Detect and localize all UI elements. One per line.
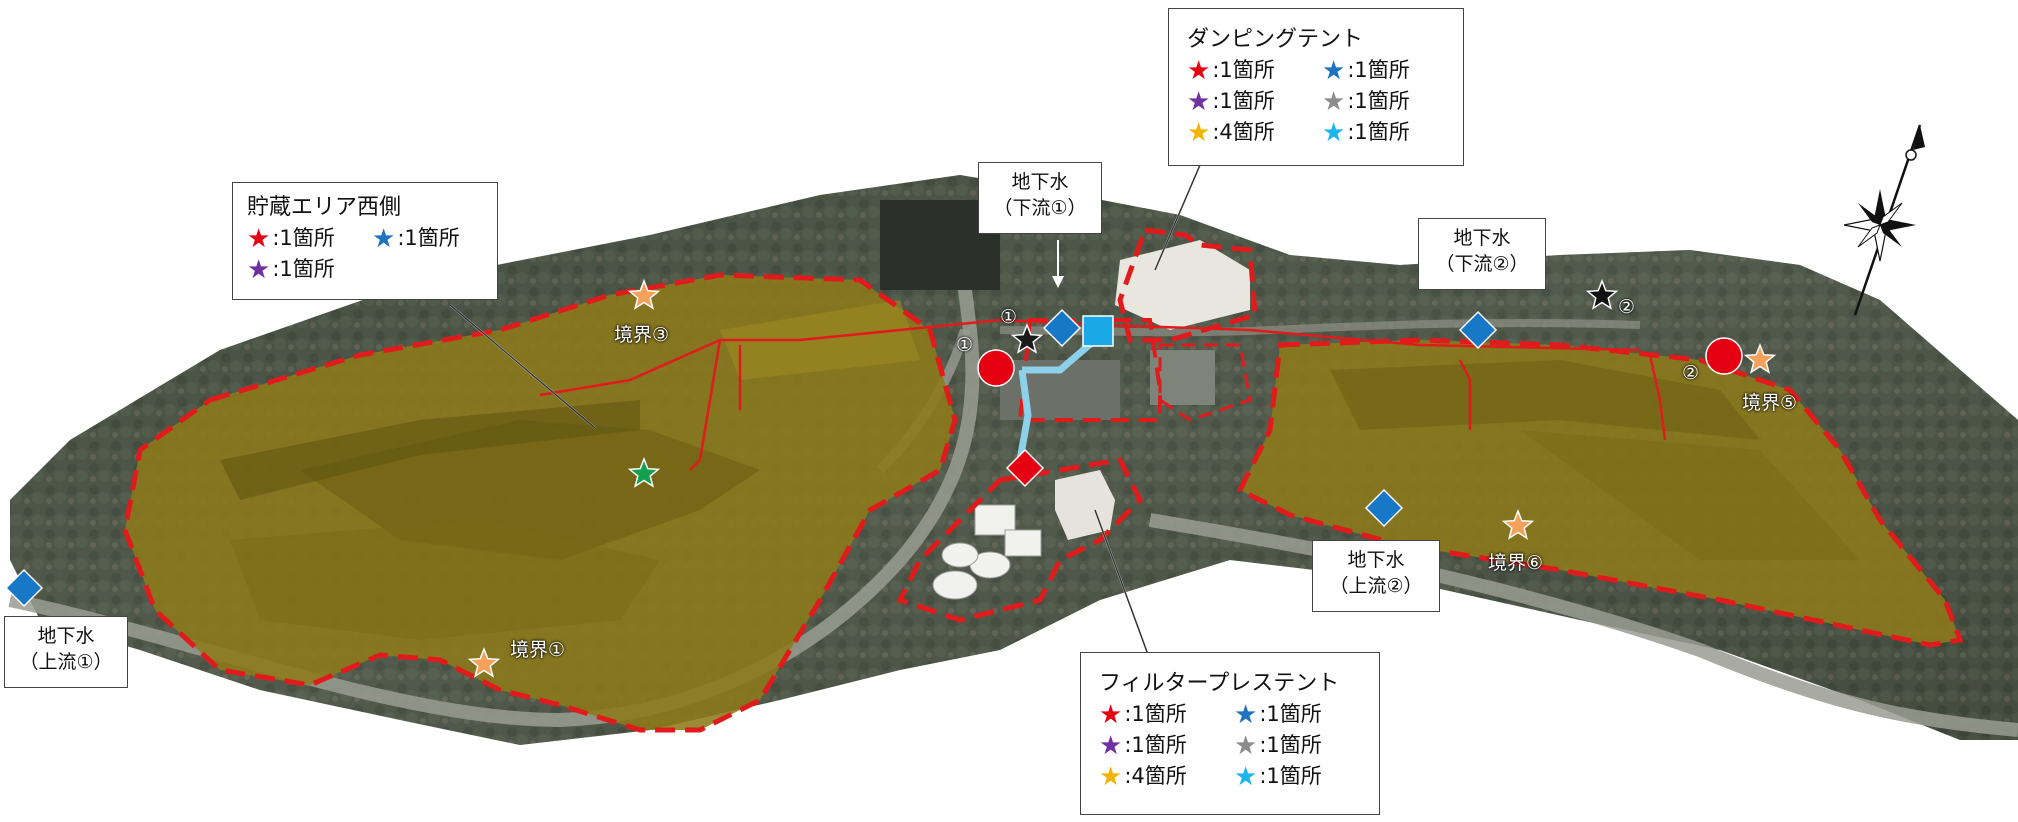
count-text: :1箇所: [1347, 89, 1410, 113]
circle-marker-icon: [977, 349, 1015, 387]
dumping-area-boundary: [1117, 227, 1258, 343]
count-text: :1箇所: [1259, 702, 1322, 726]
groundwater-sublabel: （下流①）: [993, 197, 1087, 219]
star-icon: ★: [1187, 86, 1211, 117]
boundary-6-label: 境界⑥: [1488, 552, 1544, 574]
star-icon: ★: [1187, 117, 1211, 148]
callout-title: フィルタープレステント: [1099, 671, 1340, 696]
pipeline: [539, 318, 1667, 471]
groundwater-downstream-2-box: 地下水 （下流②）: [1418, 218, 1546, 290]
star-icon: [627, 278, 661, 310]
storage-tanks: [932, 504, 1042, 600]
star-icon: ★: [1322, 55, 1346, 86]
circle-marker-icon: [1705, 337, 1743, 375]
star-icon: [627, 456, 661, 488]
callout-dumping-tent: ダンピングテント ★:1箇所 ★:1箇所 ★:1箇所 ★:1箇所 ★:4箇所 ★…: [1168, 8, 1464, 166]
road: [999, 318, 1641, 337]
arrow: [1052, 240, 1064, 288]
boundary-1-label: 境界①: [510, 639, 566, 661]
number-1-label: ①: [956, 334, 974, 356]
groundwater-label: 地下水: [1453, 227, 1511, 249]
boundary-5-label: 境界⑤: [1742, 392, 1798, 414]
number-2-label: ②: [1682, 362, 1700, 384]
star-icon: [1501, 508, 1535, 540]
diamond-marker-icon: [1042, 308, 1082, 348]
star-icon: ★: [1099, 761, 1123, 792]
star-icon: [467, 646, 501, 678]
storage-area-east-boundary: [1236, 337, 1964, 648]
count-text: :1箇所: [1347, 58, 1410, 82]
groundwater-sublabel: （上流②）: [1329, 575, 1423, 597]
star-icon: ★: [1099, 730, 1123, 761]
groundwater-label: 地下水: [1347, 549, 1405, 571]
storage-area-west-boundary: [122, 272, 958, 733]
star-icon: ★: [1322, 86, 1346, 117]
groundwater-sublabel: （下流②）: [1435, 253, 1529, 275]
count-text: :1箇所: [1259, 733, 1322, 757]
callout-title: 貯蔵エリア西側: [247, 195, 402, 220]
groundwater-downstream-1-box: 地下水 （下流①）: [978, 162, 1102, 234]
diamond-marker-icon: [1005, 448, 1045, 488]
groundwater-upstream-1-box: 地下水 （上流①）: [4, 616, 128, 688]
star-icon: [1585, 278, 1619, 310]
count-text: :4箇所: [1124, 764, 1187, 788]
groundwater-label: 地下水: [1011, 171, 1069, 193]
diamond-marker-icon: [1458, 310, 1498, 350]
square-marker-icon: [1082, 315, 1114, 347]
count-text: :1箇所: [1347, 120, 1410, 144]
star-icon: [1010, 322, 1044, 354]
facility-boundary: [1158, 343, 1252, 422]
water-line: [1016, 337, 1098, 461]
road: [1148, 513, 2018, 737]
count-text: :1箇所: [1259, 764, 1322, 788]
groundwater-upstream-2-box: 地下水 （上流②）: [1312, 540, 1440, 612]
central-boundary: [1017, 318, 1162, 422]
callout-title: ダンピングテント: [1187, 27, 1364, 52]
number-2-star-label: ②: [1618, 296, 1636, 318]
count-text: :1箇所: [1124, 702, 1187, 726]
diamond-marker-icon: [4, 568, 44, 608]
groundwater-label: 地下水: [37, 625, 95, 647]
star-icon: ★: [247, 223, 271, 254]
count-text: :1箇所: [1124, 733, 1187, 757]
star-icon: ★: [1099, 699, 1123, 730]
count-text: :1箇所: [272, 226, 335, 250]
compass-rose-icon: [1843, 124, 1925, 316]
number-1-star-label: ①: [1000, 306, 1018, 328]
diamond-marker-icon: [1364, 488, 1404, 528]
boundary-3-label: 境界③: [614, 324, 670, 346]
filter-press-boundary: [896, 457, 1144, 623]
star-icon: ★: [1322, 117, 1346, 148]
star-icon: ★: [247, 254, 271, 285]
count-text: :1箇所: [1212, 58, 1275, 82]
star-icon: ★: [1187, 55, 1211, 86]
groundwater-sublabel: （上流①）: [19, 651, 113, 673]
star-icon: [1743, 342, 1777, 374]
callout-west-storage: 貯蔵エリア西側 ★:1箇所 ★:1箇所 ★:1箇所: [232, 182, 498, 300]
callout-filter-press-tent: フィルタープレステント ★:1箇所 ★:1箇所 ★:1箇所 ★:1箇所 ★:4箇…: [1080, 652, 1380, 815]
count-text: :1箇所: [397, 226, 460, 250]
count-text: :4箇所: [1212, 120, 1275, 144]
star-icon: ★: [372, 223, 396, 254]
count-text: :1箇所: [1212, 89, 1275, 113]
star-icon: ★: [1234, 761, 1258, 792]
dumping-tent-building: [1115, 240, 1250, 330]
star-icon: ★: [1234, 699, 1258, 730]
count-text: :1箇所: [272, 257, 335, 281]
star-icon: ★: [1234, 730, 1258, 761]
